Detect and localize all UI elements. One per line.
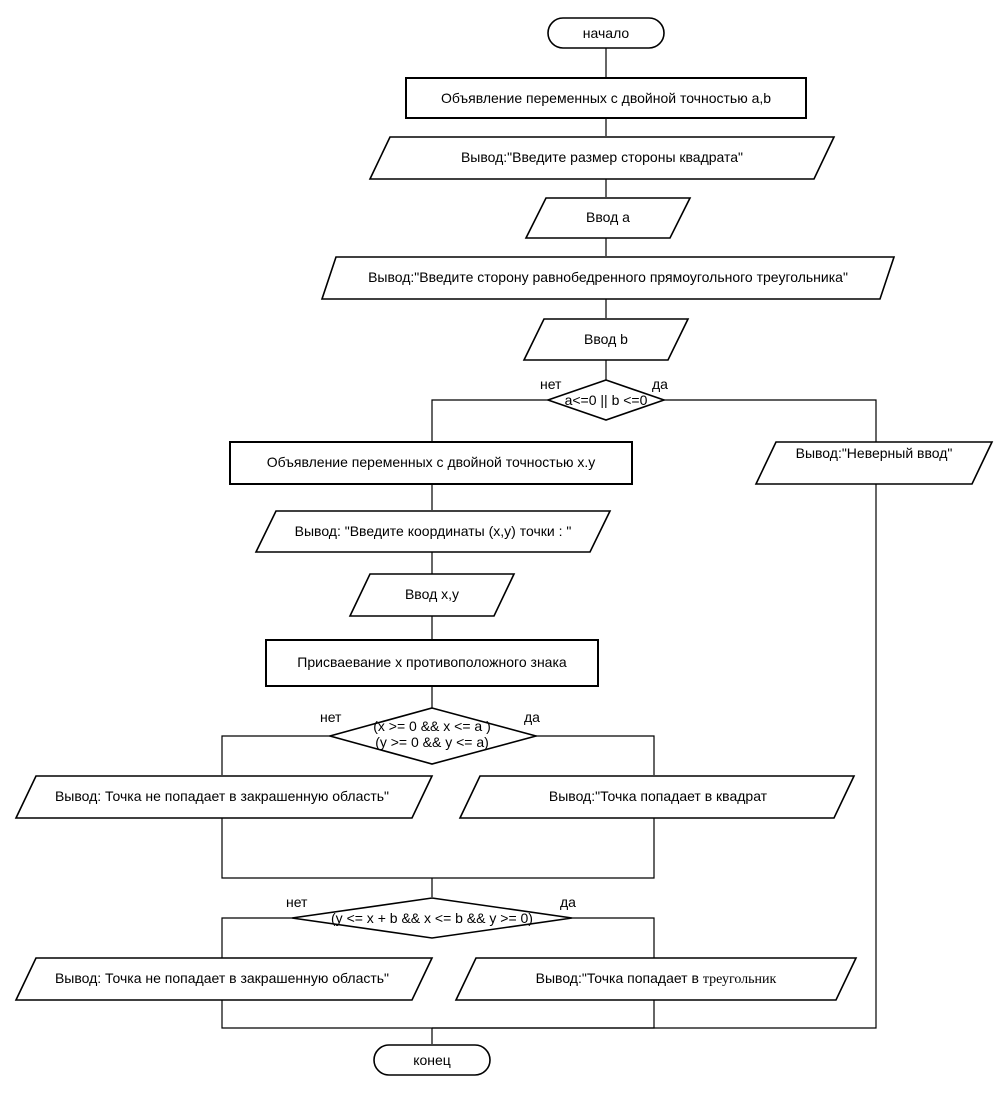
start-terminator: начало [547,17,665,49]
decision-2: (x >= 0 && x <= a ) (y >= 0 && y <= a) н… [320,707,540,765]
input-b-shape [522,318,690,361]
output-in-triangle-word: треугольник [703,972,777,987]
connector-merge-3 [221,1000,655,1029]
declare-xy-label: Объявление переменных с двойной точность… [267,454,596,470]
decision-3-yes-label: да [560,894,576,910]
connectors [221,47,877,1044]
declare-ab-shape [405,77,807,119]
decision-1: a<=0 || b <=0 нет да [540,376,668,421]
start-label: начало [583,25,630,41]
decision-1-shape [545,379,667,421]
declare-xy-process: Объявление переменных с двойной точность… [229,441,633,485]
output-in-triangle: Вывод:"Точка попадает в треугольник [454,957,858,1001]
assign-x-label: Присваевание x противоположного знака [297,654,567,670]
output-not-in-region-1-label: Вывод: Точка не попадает в закрашенную о… [55,788,389,804]
connector-cond2-no [221,735,330,775]
assign-x-process: Присваевание x противоположного знака [265,639,599,687]
output-square-shape [368,136,836,180]
decision-2-shape [326,707,540,765]
declare-ab-label: Объявление переменных с двойной точность… [441,90,771,106]
connector-cond2-yes [536,735,655,775]
input-b: Ввод b [522,318,690,361]
end-label: конец [413,1052,451,1068]
input-xy: Ввод x,y [348,573,516,617]
input-a-shape [524,197,692,239]
assign-x-shape [265,639,599,687]
output-not-in-region-2-shape [14,957,434,1001]
declare-ab-process: Объявление переменных с двойной точность… [405,77,807,119]
input-xy-label: Ввод x,y [405,586,459,602]
output-not-in-region-1: Вывод: Точка не попадает в закрашенную о… [14,775,434,819]
decision-2-line2: (y >= 0 && y <= a) [375,734,489,750]
output-triangle-shape [320,256,896,300]
decision-3-label: (y <= x + b && x <= b && y >= 0) [331,910,533,926]
decision-1-no-label: нет [540,376,562,392]
decision-1-yes-label: да [652,376,668,392]
output-invalid: Вывод:"Неверный ввод" [754,441,994,485]
connector-cond1-yes [664,399,877,442]
output-triangle-prompt: Вывод:"Введите сторону равнобедренного п… [320,256,896,300]
output-coords-label: Вывод: "Введите координаты (x,y) точки :… [295,523,572,539]
declare-xy-shape [229,441,633,485]
output-in-square-shape [458,775,856,819]
connector-merge-2 [221,818,655,879]
output-in-triangle-shape [454,957,858,1001]
output-in-triangle-label: Вывод:"Точка попадает в треугольник [536,970,777,987]
input-xy-shape [348,573,516,617]
end-shape [373,1044,491,1076]
output-in-triangle-prefix: Вывод:"Точка попадает в [536,970,703,986]
output-invalid-label: Вывод:"Неверный ввод" [796,445,953,461]
output-coords-prompt: Вывод: "Введите координаты (x,y) точки :… [254,510,612,553]
input-a: Ввод a [524,197,692,239]
output-not-in-region-2: Вывод: Точка не попадает в закрашенную о… [14,957,434,1001]
connector-cond3-yes [572,917,655,958]
input-b-label: Ввод b [584,331,628,347]
decision-2-line1: (x >= 0 && x <= a ) [373,718,491,734]
connector-cond3-no [221,917,292,958]
decision-2-no-label: нет [320,709,342,725]
output-square-label: Вывод:"Введите размер стороны квадрата" [461,149,743,165]
start-shape [547,17,665,49]
input-a-label: Ввод a [586,209,630,225]
decision-1-label: a<=0 || b <=0 [565,392,648,408]
output-coords-shape [254,510,612,553]
output-not-in-region-2-label: Вывод: Точка не попадает в закрашенную о… [55,970,389,986]
output-triangle-label: Вывод:"Введите сторону равнобедренного п… [368,269,848,285]
output-in-square: Вывод:"Точка попадает в квадрат [458,775,856,819]
connector-cond1-no [431,399,548,442]
decision-3: (y <= x + b && x <= b && y >= 0) нет да [286,894,576,939]
decision-3-shape [291,897,573,939]
output-square-prompt: Вывод:"Введите размер стороны квадрата" [368,136,836,180]
decision-3-no-label: нет [286,894,308,910]
output-not-in-region-1-shape [14,775,434,819]
end-terminator: конец [373,1044,491,1076]
output-in-square-label: Вывод:"Точка попадает в квадрат [549,788,768,804]
decision-2-yes-label: да [524,709,540,725]
output-invalid-shape [754,441,994,485]
